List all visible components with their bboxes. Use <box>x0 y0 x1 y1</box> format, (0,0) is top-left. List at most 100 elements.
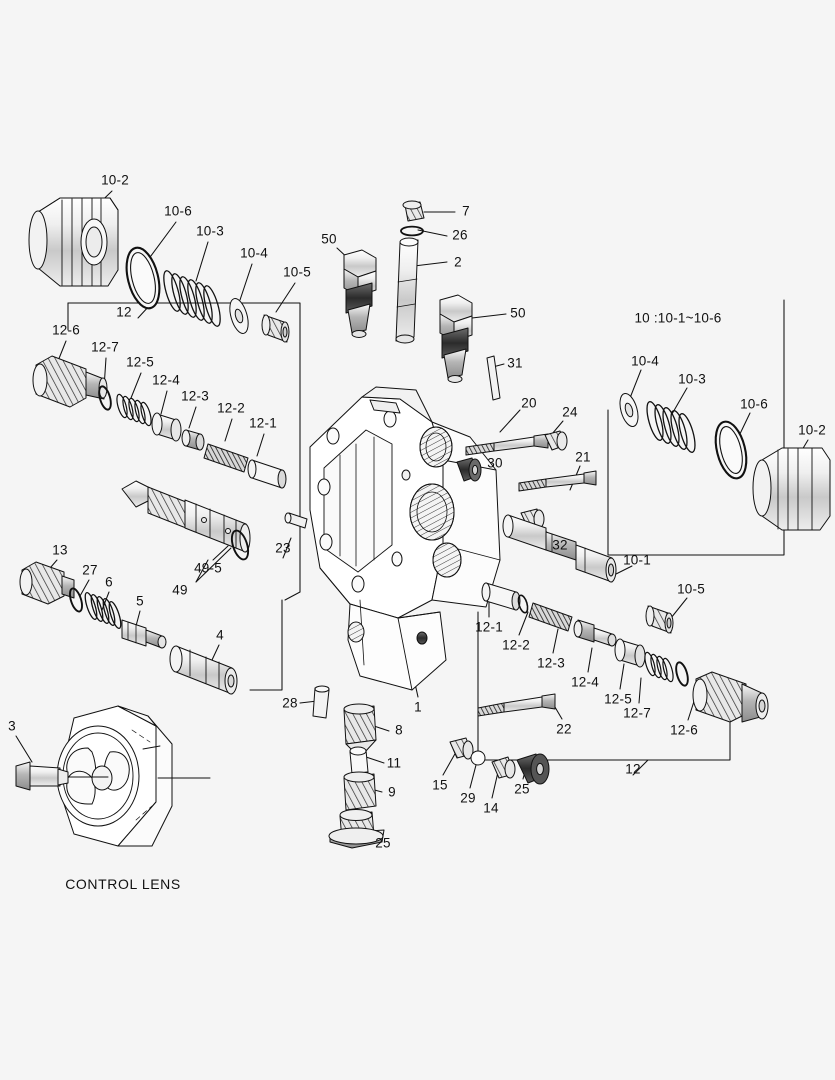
part-22-bolt <box>477 693 556 717</box>
callout-label-25: 25 <box>514 781 530 797</box>
part-4-spool <box>169 645 238 695</box>
control-lens-assembly <box>56 705 211 847</box>
part-30-valve <box>456 457 482 482</box>
part-13 <box>19 561 75 605</box>
part-12-6-right <box>692 671 769 723</box>
callout-label-12-6: 12-6 <box>670 722 698 738</box>
part-12-2-right <box>528 602 573 632</box>
part-50-right-valve <box>439 294 473 383</box>
callout-label-10-10-1-10-6: 10 :10-1~10-6 <box>634 310 722 326</box>
part-50-left-valve <box>343 249 377 338</box>
bracket-group-49 <box>195 547 232 583</box>
callout-label-12-4: 12-4 <box>152 372 180 388</box>
part-25-right-plug <box>516 753 550 785</box>
callout-label-31: 31 <box>507 355 523 371</box>
part-1-valve-body <box>309 386 501 691</box>
part-14-plug <box>491 756 516 779</box>
part-12-5-right <box>644 651 674 683</box>
part-10-3-right <box>646 401 696 453</box>
callout-label-24: 24 <box>562 404 578 420</box>
callout-label-2: 2 <box>454 254 462 270</box>
part-12-7b-right <box>517 594 529 614</box>
part-12-3-left <box>181 429 205 451</box>
callout-label-50: 50 <box>510 305 526 321</box>
bracket-group-10-right <box>607 299 785 556</box>
part-10-2-right <box>752 447 831 531</box>
part-24-plug <box>544 430 568 451</box>
part-10-5-right <box>645 605 674 634</box>
part-10-6-left <box>125 246 161 310</box>
part-9-plug <box>343 771 377 811</box>
callout-label-1: 1 <box>414 699 422 715</box>
callout-label-32: 32 <box>552 537 568 553</box>
callout-label-15: 15 <box>432 777 448 793</box>
part-3-bolt <box>15 761 109 791</box>
part-20-bolt <box>465 433 549 456</box>
callout-label-12: 12 <box>625 761 641 777</box>
part-27-oring <box>69 587 83 613</box>
callout-label-8: 8 <box>395 722 403 738</box>
callout-label-10-6: 10-6 <box>740 396 768 412</box>
callout-label-22: 22 <box>556 721 572 737</box>
callout-label-11: 11 <box>386 755 402 771</box>
callout-label-12-3: 12-3 <box>181 388 209 404</box>
body-port-upper <box>419 426 453 468</box>
part-26-oring <box>400 225 424 237</box>
part-10-5-left <box>261 314 290 343</box>
callout-label-5: 5 <box>136 593 144 609</box>
callout-label-12-7: 12-7 <box>91 339 119 355</box>
part-12-3-right <box>573 619 617 647</box>
callout-label-10-1: 10-1 <box>623 552 651 568</box>
part-7-plug <box>402 200 425 222</box>
callout-label-10-4: 10-4 <box>240 245 268 261</box>
part-12-4-left <box>151 412 182 442</box>
callout-label-10-5: 10-5 <box>677 581 705 597</box>
part-2-tube <box>395 237 419 344</box>
part-10-3-left <box>163 270 221 327</box>
part-6-spring <box>84 591 122 630</box>
callout-label-12-6: 12-6 <box>52 322 80 338</box>
callout-label-50: 50 <box>321 231 337 247</box>
callout-label-9: 9 <box>388 784 396 800</box>
callout-label-10-4: 10-4 <box>631 353 659 369</box>
bracket-group-lower-left <box>249 599 283 691</box>
callout-label-25: 25 <box>375 835 391 851</box>
part-49-spool <box>121 480 251 553</box>
callout-label-23: 23 <box>275 540 291 556</box>
part-12-4-right <box>614 638 646 668</box>
callout-label-12-5: 12-5 <box>126 354 154 370</box>
callout-label-6: 6 <box>105 574 113 590</box>
callout-label-49-5: 49-5 <box>194 560 222 576</box>
part-49-5-oring <box>230 529 250 561</box>
callout-label-4: 4 <box>216 627 224 643</box>
callout-label-14: 14 <box>483 800 499 816</box>
callout-label-12-3: 12-3 <box>537 655 565 671</box>
callout-label-7: 7 <box>462 203 470 219</box>
callout-label-10-3: 10-3 <box>196 223 224 239</box>
callout-label-12-5: 12-5 <box>604 691 632 707</box>
part-8-plug <box>343 703 377 753</box>
body-port-lower <box>432 542 462 578</box>
part-12-5-left <box>116 393 152 427</box>
callout-label-10-5: 10-5 <box>283 264 311 280</box>
part-12-7-left <box>98 385 112 411</box>
part-29-ball <box>470 750 486 766</box>
callout-label-10-6: 10-6 <box>164 203 192 219</box>
callout-label-21: 21 <box>575 449 591 465</box>
part-10-4-right <box>619 393 639 427</box>
part-12-1-right <box>481 582 521 611</box>
part-12-6-left <box>32 355 108 408</box>
part-28-pin <box>312 685 330 719</box>
bracket-group-12-right <box>477 611 731 776</box>
callout-label-26: 26 <box>452 227 468 243</box>
part-10-4-left <box>229 298 249 334</box>
callout-label-12-7: 12-7 <box>623 705 651 721</box>
part-12-1-left <box>247 459 287 489</box>
callout-label-49: 49 <box>172 582 188 598</box>
callout-label-12-4: 12-4 <box>571 674 599 690</box>
callout-label-10-2: 10-2 <box>101 172 129 188</box>
callout-label-12-1: 12-1 <box>249 415 277 431</box>
callout-label-28: 28 <box>282 695 298 711</box>
part-21-bolt <box>518 470 597 492</box>
